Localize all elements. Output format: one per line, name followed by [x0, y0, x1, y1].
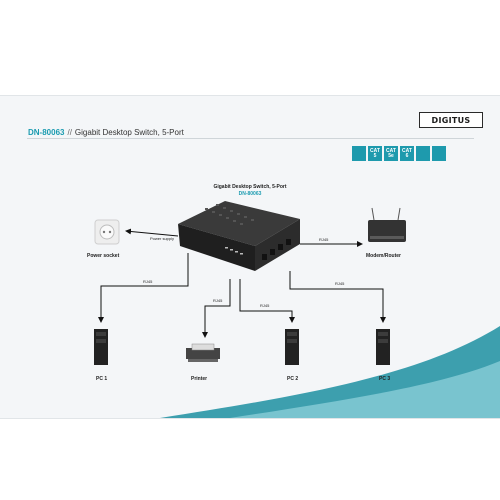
- power-supply-label: Power supply: [150, 236, 175, 241]
- switch-title: Gigabit Desktop Switch, 5-Port: [213, 184, 287, 190]
- modem-router-icon: [368, 207, 406, 242]
- product-code: DN-80063: [28, 128, 65, 137]
- header-divider: [27, 138, 474, 139]
- rj45-label-pc2: RJ45: [260, 303, 270, 308]
- rj45-label-modem: RJ45: [319, 237, 329, 242]
- pc1-label: PC 1: [96, 376, 108, 382]
- network-diagram: [94, 201, 406, 365]
- connection-lines: [98, 228, 386, 338]
- switch-device: [178, 201, 300, 271]
- rj45-label-pc3: RJ45: [335, 281, 345, 286]
- pc1-icon: [94, 329, 108, 365]
- badge-cat5: CAT 5: [368, 146, 382, 161]
- badge-cat6: CAT 6: [400, 146, 414, 161]
- power-socket-label: Power socket: [87, 253, 120, 259]
- pc2-icon: [285, 329, 299, 365]
- badge-cat5e: CAT 5e: [384, 146, 398, 161]
- rj45-label-printer: RJ45: [213, 298, 223, 303]
- printer-icon: [186, 343, 220, 362]
- rj45-label-pc1: RJ45: [143, 279, 153, 284]
- product-name: Gigabit Desktop Switch, 5-Port: [74, 128, 184, 137]
- power-socket-icon: [94, 219, 120, 245]
- badge-gigabit: [352, 146, 366, 161]
- switch-code: DN-80063: [238, 191, 262, 197]
- feature-badges: CAT 5 CAT 5e CAT 6: [352, 146, 446, 161]
- modem-router-label: Modem/Router: [366, 253, 401, 259]
- pc2-label: PC 2: [287, 376, 299, 382]
- diagram-card: DIGITUS DN-80063//Gigabit Desktop Switch…: [0, 95, 500, 419]
- pc3-label: PC 3: [379, 376, 391, 382]
- brand-logo: DIGITUS: [419, 112, 483, 128]
- pc3-icon: [376, 329, 390, 365]
- page-title: DN-80063//Gigabit Desktop Switch, 5-Port: [28, 128, 184, 137]
- badge-port-icon: [416, 146, 430, 161]
- badge-plug-play-icon: [432, 146, 446, 161]
- header-separator: //: [67, 128, 72, 137]
- printer-label: Printer: [191, 376, 208, 382]
- decorative-wave: [160, 326, 500, 418]
